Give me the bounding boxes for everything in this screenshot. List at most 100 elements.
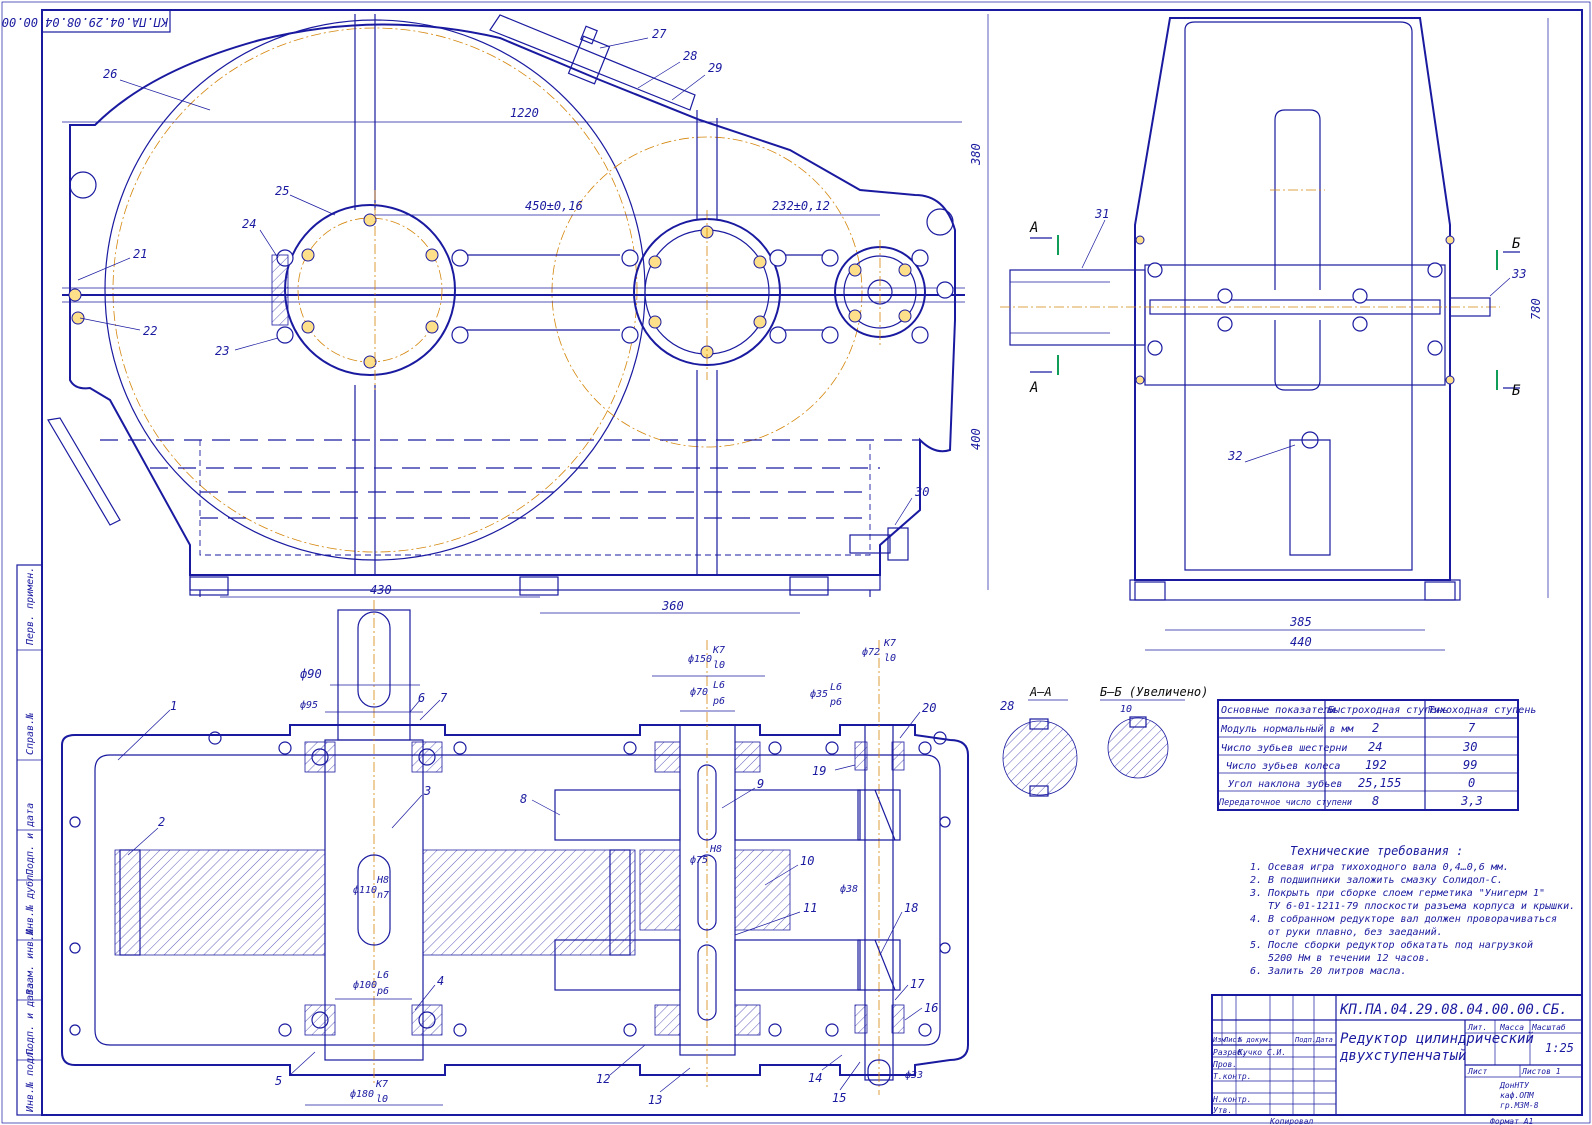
oil-gauge — [1289, 439, 1331, 556]
tech-item: 3. Покрыть при сборке слоем герметика "У… — [1249, 887, 1545, 899]
inner-frame — [41, 9, 1583, 1116]
gear-lower-right — [734, 939, 861, 991]
front-view: 1220 450±0,16 232±0,12 380 400 430 360 — [47, 14, 989, 614]
mid-wheel-pitch — [551, 136, 863, 448]
callout: 3 — [423, 784, 431, 798]
side-housing — [1134, 17, 1451, 581]
table-cell: Число зубьев колеса — [1226, 760, 1340, 772]
table-cell: 192 — [1365, 758, 1387, 772]
boss-low-speed — [284, 204, 456, 376]
tb-col: № докум. — [1237, 1036, 1272, 1044]
callout: 28 — [1000, 699, 1014, 713]
dim-phi90: ф90 — [300, 667, 322, 681]
table-cell: 7 — [1468, 721, 1476, 735]
tb-col: Дата — [1315, 1036, 1333, 1044]
callout: 16 — [924, 1001, 938, 1015]
plan-view: ф90 ф95 ф150 K7 l0 ф70 L6 p6 ф35 L6 p6 ф… — [61, 600, 969, 1106]
tb-col: Подп. — [1294, 1036, 1316, 1044]
tech-title: Технические требования : — [1290, 844, 1463, 858]
tech-item: 5200 Нм в течении 12 часов. — [1250, 953, 1431, 964]
tech-item: 5. После сборки редуктор обкатать под на… — [1250, 939, 1533, 951]
callout: 30 — [914, 485, 929, 499]
table-cell: 30 — [1462, 740, 1477, 754]
side-view: А А Б Б 780 385 440 31 32 33 — [1000, 17, 1549, 651]
callout: 18 — [904, 901, 918, 915]
input-shaft — [1449, 297, 1491, 317]
plan-housing — [61, 724, 969, 1076]
section-b-top: Б — [1512, 236, 1521, 252]
table-cell: Передаточное число ступени — [1218, 798, 1352, 808]
callout: 23 — [215, 344, 229, 358]
dim-phi75: ф75 — [690, 854, 708, 866]
foot-left — [189, 576, 229, 596]
tech-requirements: Технические требования : 1. Осевая игра … — [1249, 844, 1575, 977]
callout: 31 — [1094, 207, 1109, 221]
tb-sheets: Листов 1 — [1521, 1067, 1561, 1076]
tb-role: Разраб. — [1213, 1047, 1247, 1057]
section-b-bottom: Б — [1512, 383, 1521, 399]
housing-outline — [69, 23, 956, 576]
callout: 9 — [757, 777, 764, 791]
foot-right — [789, 576, 829, 596]
intermediate-shaft — [679, 724, 736, 1056]
product-name-2: двухступенчатый — [1339, 1048, 1466, 1064]
title-block: КП.ПА.04.29.08.04.00.00.СБ. Редуктор цил… — [1211, 994, 1583, 1125]
side-stamp-label: Перв. примен. — [25, 567, 36, 646]
side-flange — [1144, 264, 1446, 386]
dim-l6-b: L6 — [830, 682, 842, 693]
dim-n7: n7 — [377, 890, 389, 901]
dim-phi150: ф150 — [688, 653, 712, 665]
dim-l6-a: L6 — [713, 680, 725, 691]
side-stamp-label: Инв.№ подл. — [25, 1046, 36, 1113]
callout: 28 — [683, 49, 697, 63]
tech-item: 6. Залить 20 литров масла. — [1250, 966, 1407, 977]
callout: 7 — [440, 691, 448, 705]
dim-phi95: ф95 — [300, 699, 318, 711]
lug-left — [69, 171, 97, 199]
dim-phi33: ф33 — [905, 1069, 923, 1081]
tb-org: ДонНТУ — [1499, 1081, 1530, 1090]
side-stamp-label: Взам. инв.№ — [25, 929, 36, 995]
tb-scale: Масштаб — [1531, 1022, 1566, 1032]
tb-mass: Масса — [1499, 1023, 1524, 1032]
section-details: 28 А–А Б–Б (Увеличено) 10 — [1000, 685, 1208, 797]
callout: 15 — [832, 1091, 846, 1105]
dim-360: 360 — [661, 599, 684, 613]
table-cell: 3,3 — [1460, 794, 1483, 808]
callout: 29 — [708, 61, 722, 75]
tb-col: Лист — [1223, 1036, 1241, 1044]
dim-430: 430 — [370, 583, 392, 597]
gear-lower-left — [554, 939, 681, 991]
tech-item: от руки плавно, без заеданий. — [1250, 926, 1443, 938]
callout: 24 — [242, 217, 256, 231]
tb-role: Т.контр. — [1213, 1072, 1252, 1081]
callout: 13 — [648, 1093, 662, 1107]
table-header: Тихоходная ступень — [1428, 705, 1536, 716]
callout: 21 — [133, 247, 147, 261]
side-stamp-label: Подп. и дата — [25, 983, 36, 1056]
dim-p6-c: p6 — [376, 986, 389, 997]
dim-phi180: ф180 — [350, 1088, 374, 1100]
section-bb-shaft — [1107, 717, 1169, 779]
table-cell: 8 — [1372, 794, 1379, 808]
section-bb-title: Б–Б (Увеличено) — [1100, 685, 1208, 699]
dim-780: 780 — [1529, 298, 1543, 320]
dim-440: 440 — [1290, 635, 1312, 649]
callout: 20 — [922, 701, 936, 715]
tb-sheet: Лист — [1467, 1067, 1487, 1076]
table-cell: 24 — [1368, 740, 1382, 754]
gear-upper-right — [734, 789, 861, 841]
inspection-cover — [489, 14, 696, 111]
callout: 17 — [910, 977, 925, 991]
dim-l0-c: l0 — [376, 1094, 388, 1105]
table-cell: 2 — [1372, 721, 1379, 735]
callouts-front: 26 27 28 29 21 22 23 24 25 30 — [77, 27, 929, 526]
callout: 2 — [158, 815, 165, 829]
tb-author: Кучко С.И. — [1237, 1048, 1286, 1057]
drain-plug — [849, 534, 891, 554]
tech-item: ТУ 6-01-1211-79 плоскости разъема корпус… — [1250, 901, 1575, 912]
table-header: Быстроходная ступень — [1328, 705, 1448, 716]
callout: 11 — [803, 901, 817, 915]
tb-org: каф.ОПМ — [1500, 1091, 1535, 1100]
